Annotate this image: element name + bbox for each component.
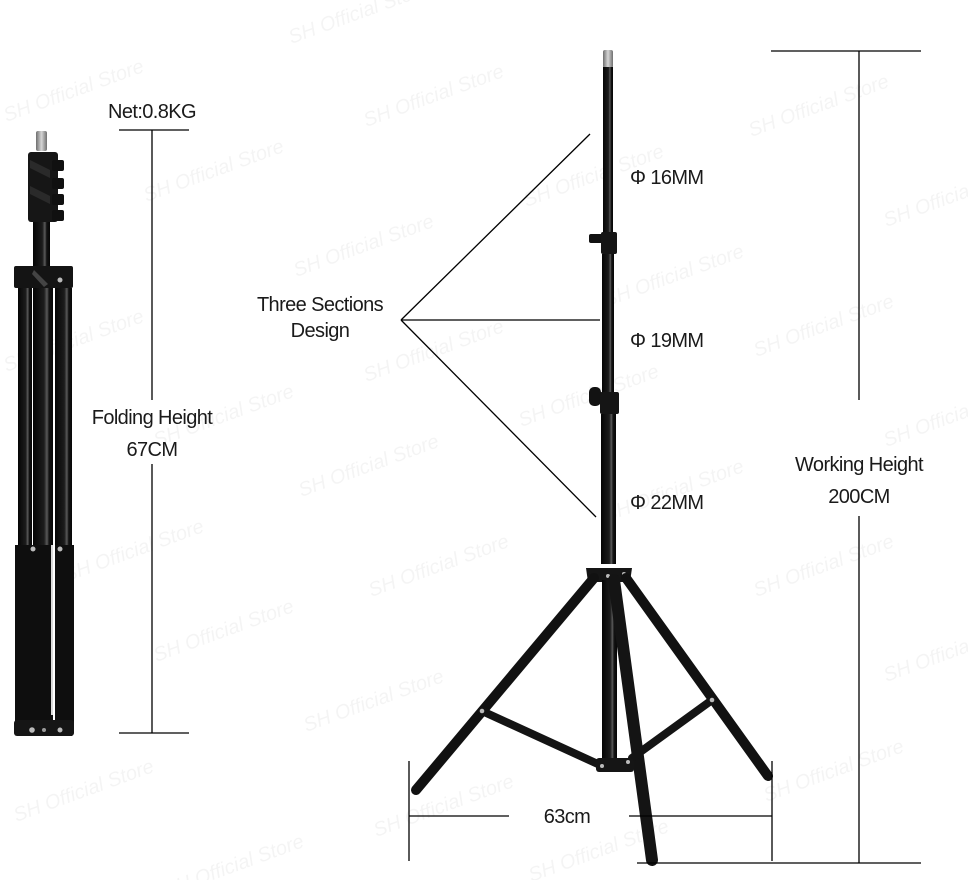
net-weight-label: Net:0.8KG (108, 101, 197, 123)
folded-light-stand (14, 131, 74, 736)
working-height-dimension (771, 50, 921, 863)
diameter-19mm-label: Φ 19MM (630, 330, 704, 352)
folding-height-dimension (119, 129, 189, 734)
working-height-title: Working Height (795, 454, 924, 476)
extended-light-stand (411, 50, 773, 866)
folding-height-value: 67CM (126, 439, 179, 461)
base-span-dimension (408, 761, 921, 864)
working-height-value: 200CM (828, 486, 890, 508)
diameter-16mm-label: Φ 16MM (630, 167, 704, 189)
base-span-label: 63cm (543, 806, 591, 828)
three-sections-pointer (400, 133, 600, 518)
three-sections-subtitle: Design (290, 320, 350, 342)
folding-height-title: Folding Height (91, 407, 213, 429)
three-sections-title: Three Sections (256, 294, 384, 316)
diameter-22mm-label: Φ 22MM (630, 492, 704, 514)
